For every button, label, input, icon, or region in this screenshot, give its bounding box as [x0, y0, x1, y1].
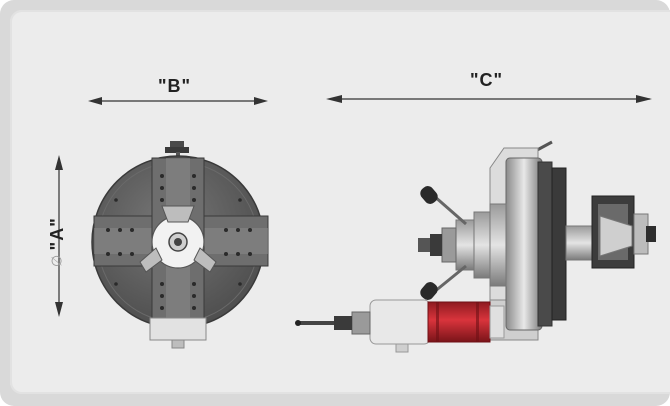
chuck-front-view: [91, 141, 269, 349]
dimension-b-label: "B": [158, 76, 192, 96]
diameter-symbol: ∅: [49, 254, 66, 267]
motor-white-section: [369, 299, 431, 345]
dimension-c-arrow: [326, 95, 652, 103]
bottom-mount: [149, 317, 207, 341]
dimension-a-label: "A": [47, 217, 67, 251]
dimension-a-arrow: [55, 155, 63, 317]
top-knob: [170, 141, 184, 149]
dimension-a-label-group: ∅ "A": [47, 197, 71, 267]
dimension-c-label: "C": [470, 70, 504, 90]
dimension-b-arrow: [88, 97, 268, 105]
machine-side-view: [295, 140, 656, 353]
large-disc: [505, 157, 543, 331]
